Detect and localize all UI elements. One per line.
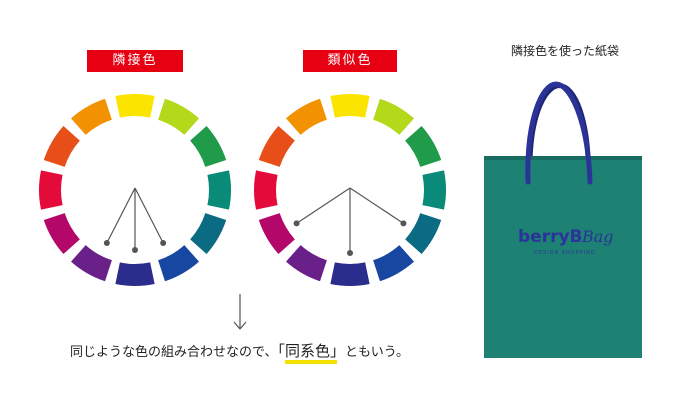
wheel-segment (207, 170, 232, 210)
wheel-segment (422, 170, 446, 210)
pointer-dot (132, 247, 138, 253)
wheel-segment (405, 213, 442, 254)
pointer-line (296, 187, 351, 224)
pointer-line (106, 187, 136, 244)
wheel-segment (158, 98, 199, 135)
wheel-segment (286, 245, 327, 282)
bag-brand-script: Bag (581, 227, 614, 246)
wheel-segment (43, 126, 80, 167)
down-arrow-icon (233, 294, 247, 330)
wheel-segment (405, 126, 442, 167)
wheel-segment (190, 126, 227, 167)
bottom-text-before: 同じような色の組み合わせなので、 (70, 345, 278, 360)
bag-handle-front (525, 81, 593, 185)
wheel-segment (258, 126, 295, 167)
wheel-segment (330, 262, 370, 286)
wheel-segment (115, 94, 155, 118)
bag-brand-tagline: DESIGN SHOPPING (534, 250, 596, 256)
pointer-dot (400, 220, 407, 227)
bottom-caption: 同じような色の組み合わせなので、「同系色」ともいう。 (70, 340, 409, 364)
bottom-highlight-text: 「同系色」 (277, 342, 345, 360)
analogous-color-wheel (254, 94, 446, 286)
pointer-dot (293, 220, 300, 227)
wheel-segment (38, 170, 63, 210)
wheel-segment (158, 245, 199, 282)
wheel-segment (286, 98, 327, 135)
paper-bag-illustration: berryB Bag DESIGN SHOPPING (484, 81, 642, 358)
bag-caption: 隣接色を使った紙袋 (510, 44, 619, 58)
bottom-text-after: ともいう。 (345, 345, 409, 360)
bag-top-edge (484, 156, 642, 160)
wheel-segment (71, 245, 112, 282)
wheel-segment (71, 98, 112, 135)
wheel-segment (254, 170, 278, 210)
wheel-segment (43, 213, 80, 254)
analogous-color-label: 類似色 (303, 50, 397, 72)
pointer-dot (103, 239, 110, 246)
pointer-dot (160, 239, 167, 246)
pointer-line (134, 187, 164, 244)
wheel-segment (115, 262, 155, 286)
pointer-line (349, 187, 404, 224)
adjacent-color-label: 隣接色 (87, 50, 183, 72)
wheel-segment (373, 98, 414, 135)
highlight-underline (285, 360, 337, 364)
pointer-dot (347, 250, 353, 256)
wheel-segment (190, 213, 227, 254)
adjacent-color-wheel (38, 94, 232, 286)
wheel-segment (258, 213, 295, 254)
bag-body (484, 156, 642, 358)
bottom-highlight: 「同系色」 (277, 342, 345, 364)
bag-brand-main: berryB (518, 227, 583, 247)
wheel-segment (373, 245, 414, 282)
wheel-segment (330, 94, 370, 118)
